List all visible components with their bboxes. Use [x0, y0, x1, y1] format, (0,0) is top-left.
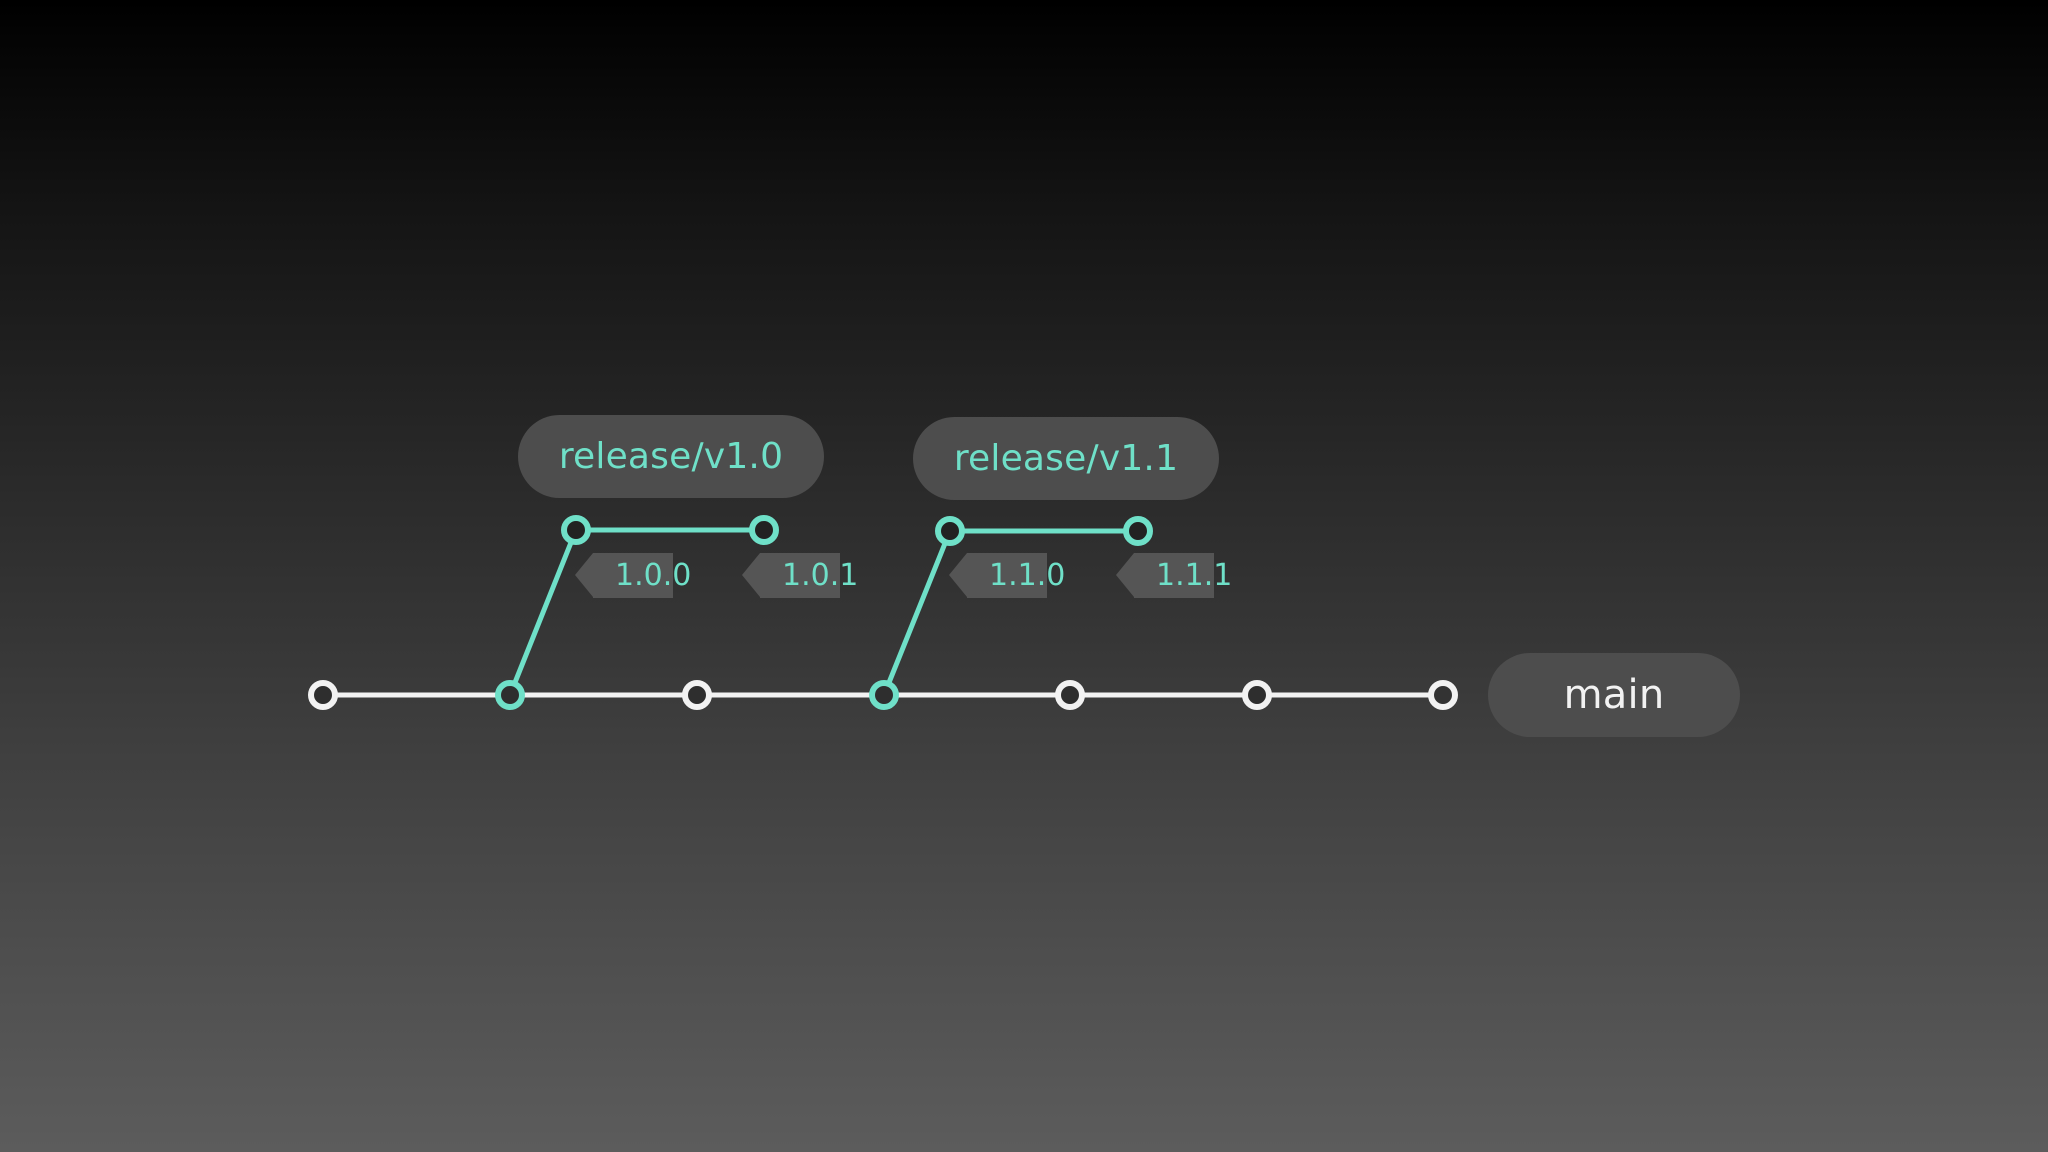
- tag-1-1-0: 1.1.0: [949, 553, 1065, 598]
- tag-1-0-1: 1.0.1: [742, 553, 858, 598]
- main-commit-3: [682, 680, 712, 710]
- main-commit-6: [1242, 680, 1272, 710]
- release-v1-0-commit-2: [749, 515, 779, 545]
- tag-1-0-0: 1.0.0: [575, 553, 691, 598]
- release-v1-1-fork-line: [881, 528, 953, 698]
- branch-label-release-v1-1: release/v1.1: [913, 417, 1219, 500]
- main-commit-4-fork-v1-1: [869, 680, 899, 710]
- main-commit-7: [1428, 680, 1458, 710]
- main-commit-5: [1055, 680, 1085, 710]
- release-v1-1-commit-2: [1123, 516, 1153, 546]
- release-v1-1-commit-1: [935, 516, 965, 546]
- tag-1-1-1: 1.1.1: [1116, 553, 1232, 598]
- branch-label-main: main: [1488, 653, 1740, 737]
- release-v1-0-commit-1: [561, 515, 591, 545]
- release-v1-0-fork-line: [507, 527, 579, 698]
- branch-label-release-v1-0: release/v1.0: [518, 415, 824, 498]
- main-commit-2-fork-v1-0: [495, 680, 525, 710]
- main-commit-1: [308, 680, 338, 710]
